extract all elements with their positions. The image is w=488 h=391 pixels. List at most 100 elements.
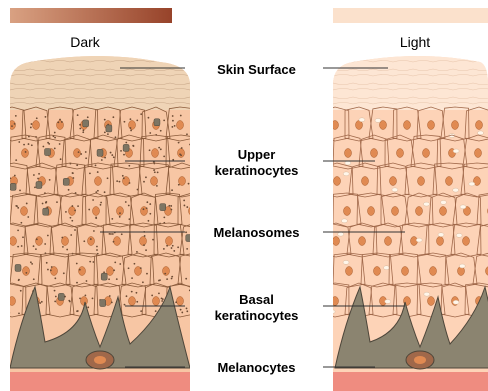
label-upper-line2: keratinocytes <box>190 163 323 179</box>
melanosome-light <box>453 188 459 192</box>
melanosome-dot <box>42 146 44 148</box>
melanosome-dot <box>131 277 133 279</box>
melanosome-dot <box>47 269 49 271</box>
melanosome-light <box>343 172 349 176</box>
melanosome-dot <box>171 209 173 211</box>
cell-nucleus <box>151 177 158 186</box>
melanosome-dot <box>85 157 87 159</box>
melanosome-dot <box>175 301 177 303</box>
cell-nucleus <box>368 207 375 216</box>
melanosome-dot <box>115 136 117 138</box>
cell-nucleus <box>152 149 159 158</box>
melanosome-dot <box>146 207 148 209</box>
cell-nucleus <box>74 149 81 158</box>
melanosome-dot <box>146 201 148 203</box>
melanosome-dot <box>172 120 174 122</box>
melanosome-dot <box>30 127 32 129</box>
melanosome-dot <box>189 289 191 291</box>
melanosome-dot <box>45 202 47 204</box>
melanosome-dot <box>180 309 182 311</box>
cell-nucleus <box>418 177 425 186</box>
melanosome-dot <box>70 234 72 236</box>
melanosome-light <box>375 118 381 122</box>
melanosome-dot <box>74 209 76 211</box>
melanocyte-nucleolus <box>94 356 106 364</box>
melanosome-dot <box>140 310 142 312</box>
melanosome-dot <box>39 302 41 304</box>
melanosome-dot <box>154 171 156 173</box>
cell-nucleus <box>392 207 399 216</box>
melanosome-dot <box>163 155 165 157</box>
melanosome-cluster <box>106 125 112 132</box>
melanosome-dot <box>140 113 142 115</box>
cell-nucleus <box>21 207 28 216</box>
melanosome-dot <box>33 278 35 280</box>
melanosome-dot <box>119 212 121 214</box>
melanosome-dot <box>158 292 160 294</box>
cell-nucleus <box>333 237 340 246</box>
melanosome-dot <box>151 295 153 297</box>
melanosome-dot <box>97 171 99 173</box>
melanosome-dot <box>36 238 38 240</box>
melanosome-dot <box>136 120 138 122</box>
melanosome-dot <box>70 217 72 219</box>
cell-nucleus <box>440 207 447 216</box>
cell-nucleus <box>430 267 437 276</box>
melanosome-dot <box>160 148 162 150</box>
melanosome-dot <box>86 280 88 282</box>
melanosome-dot <box>8 132 10 134</box>
melanosome-dot <box>100 202 102 204</box>
melanosome-dot <box>23 144 25 146</box>
melanosome-dot <box>60 158 62 160</box>
melanosome-light <box>329 310 335 314</box>
melanosome-light <box>438 233 444 237</box>
melanosome-dot <box>114 261 116 263</box>
cell-nucleus <box>22 149 29 158</box>
melanosome-dot <box>22 236 24 238</box>
melanosome-light <box>453 300 459 304</box>
melanosome-cluster <box>101 273 107 280</box>
melanocyte-nucleolus <box>414 356 426 364</box>
melanosome-light <box>460 205 466 209</box>
melanosome-dot <box>120 150 122 152</box>
melanosome-dot <box>143 208 145 210</box>
cell-nucleus <box>385 237 392 246</box>
label-basal-line2: keratinocytes <box>190 308 323 324</box>
melanosome-light <box>343 260 349 264</box>
melanosome-dot <box>38 173 40 175</box>
melanosome-cluster <box>45 149 51 156</box>
melanosome-dot <box>109 233 111 235</box>
melanosome-dot <box>199 253 201 255</box>
cell-nucleus <box>129 297 136 306</box>
melanosome-dot <box>36 117 38 119</box>
melanosome-dot <box>171 189 173 191</box>
cell-nucleus <box>9 297 16 306</box>
melanosome-dot <box>90 238 92 240</box>
melanosome-dot <box>166 278 168 280</box>
melanosome-dot <box>11 125 13 127</box>
melanosome-dot <box>77 310 79 312</box>
melanosome-dot <box>172 245 174 247</box>
cell-nucleus <box>371 149 378 158</box>
cell-nucleus <box>189 207 196 216</box>
melanosome-dot <box>197 265 199 267</box>
melanosome-dot <box>4 172 6 174</box>
melanosome-dot <box>8 312 10 314</box>
melanosome-dot <box>121 233 123 235</box>
melanosome-dot <box>79 124 81 126</box>
melanosome-cluster <box>100 300 106 307</box>
melanosome-light <box>392 188 398 192</box>
melanosome-dot <box>123 154 125 156</box>
melanosome-light <box>416 238 422 242</box>
melanosome-dot <box>49 179 51 181</box>
melanosome-dot <box>47 142 49 144</box>
melanosome-dot <box>76 282 78 284</box>
melanosome-dot <box>119 181 121 183</box>
melanosome-dot <box>143 181 145 183</box>
melanosome-light <box>341 219 347 223</box>
label-upper-keratinocytes: Upper keratinocytes <box>190 147 323 179</box>
melanosome-dot <box>88 209 90 211</box>
melanosome-dot <box>31 263 33 265</box>
melanosome-dot <box>163 248 165 250</box>
melanosome-dot <box>78 151 80 153</box>
